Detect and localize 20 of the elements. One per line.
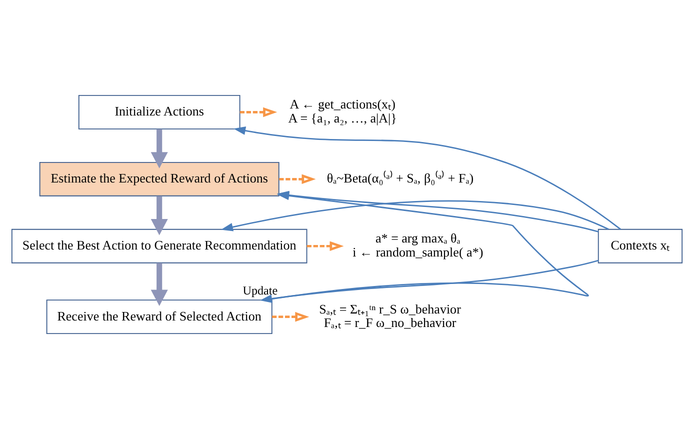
arrow	[272, 312, 310, 322]
node-text: a* = arg maxₐ θₐ i ← random_sample( a*)	[352, 230, 484, 260]
arrow	[306, 241, 344, 252]
node-box: Receive the Reward of Selected Action	[46, 300, 272, 334]
node-text: Sₐ,ₜ = Σₜ₊₁ᵗⁿ r_S ω_behavior Fₐ,ₜ = r_F ω_no_behavior	[319, 301, 461, 330]
node-box: Contexts xₜ	[598, 228, 683, 264]
arrow	[240, 107, 278, 118]
node-box: Select the Best Action to Generate Recommendation	[11, 228, 308, 264]
arrow	[150, 263, 168, 306]
arrow	[279, 174, 316, 184]
arrow	[260, 260, 599, 303]
arrow	[150, 196, 168, 236]
node-box: Estimate the Expected Reward of Actions	[39, 162, 280, 196]
node-text: θₐ~Beta(α₀⁽ᵃ⁾ + Sₐ, β₀⁽ᵃ⁾ + Fₐ)	[326, 170, 474, 186]
node-box: Initialize Actions	[78, 94, 240, 130]
arrow	[233, 126, 622, 230]
edge-label: Update	[242, 284, 278, 298]
arrow	[150, 129, 168, 168]
node-text: A ← get_actions(xₜ) A = {a₁, a₂, …, a|A|}	[288, 96, 397, 126]
arrow	[220, 200, 609, 232]
